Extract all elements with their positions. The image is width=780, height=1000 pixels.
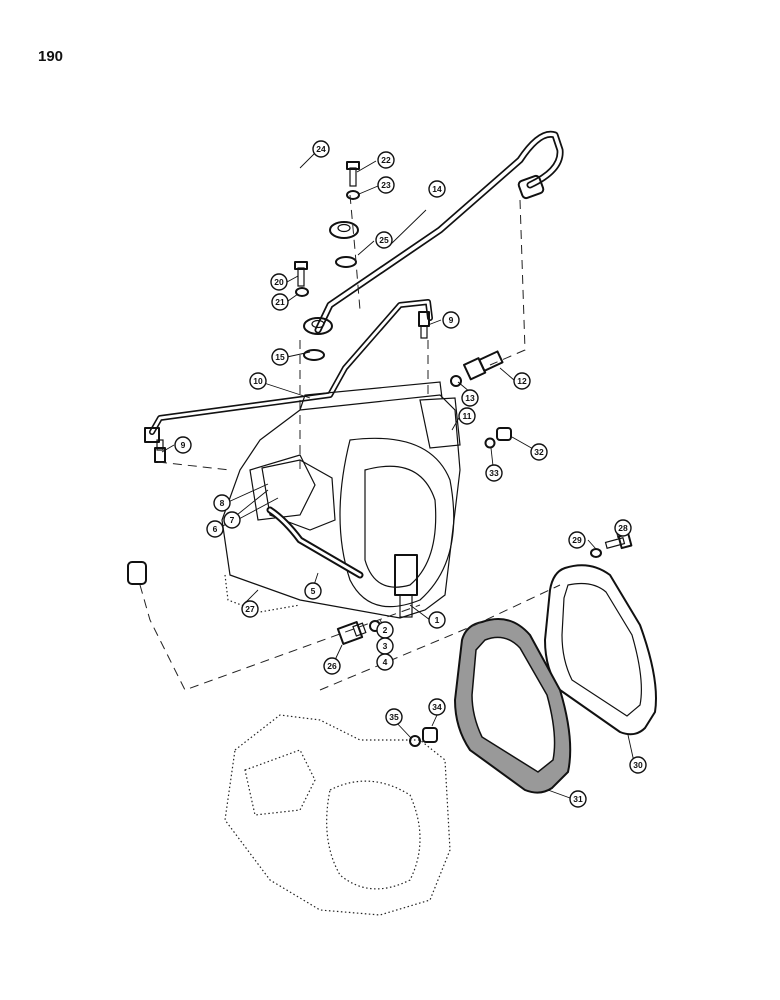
svg-text:20: 20 [274, 277, 284, 287]
svg-text:13: 13 [465, 393, 475, 403]
callout-23: 23 [377, 176, 395, 194]
svg-text:22: 22 [381, 155, 391, 165]
svg-text:24: 24 [316, 144, 326, 154]
svg-text:11: 11 [463, 411, 472, 421]
svg-text:32: 32 [534, 447, 544, 457]
svg-text:26: 26 [327, 661, 337, 671]
callout-32: 32 [530, 443, 548, 461]
callout-6: 6 [206, 520, 224, 538]
callout-13: 13 [461, 389, 479, 407]
gasket-31 [453, 618, 572, 794]
main-housing [221, 381, 461, 645]
callout-10: 10 [249, 372, 267, 390]
callout-26: 26 [323, 657, 341, 675]
callout-8: 8 [213, 494, 231, 512]
svg-text:4: 4 [383, 657, 388, 667]
callout-1: 1 [428, 611, 446, 629]
svg-text:8: 8 [220, 498, 225, 508]
svg-text:23: 23 [381, 180, 391, 190]
callout-27: 27 [241, 600, 259, 618]
transmission-housing [224, 714, 451, 916]
page-number: 190 [38, 48, 64, 65]
callout-14: 14 [428, 180, 446, 198]
callout-24: 24 [312, 140, 330, 158]
svg-text:35: 35 [389, 712, 399, 722]
callout-2: 2 [376, 621, 394, 639]
callout-12: 12 [513, 372, 531, 390]
callout-34: 34 [428, 698, 446, 716]
svg-text:5: 5 [311, 586, 316, 596]
callout-30: 30 [629, 756, 647, 774]
callout-28: 28 [614, 519, 632, 537]
callout-31: 31 [569, 790, 587, 808]
callout-9-lower: 9 [174, 436, 192, 454]
tube-10 [144, 299, 433, 443]
flange-fittings [303, 221, 359, 335]
bolt-and-washer [590, 532, 633, 558]
cover-30 [544, 564, 657, 736]
tube-14 [314, 130, 564, 334]
svg-text:6: 6 [213, 524, 218, 534]
svg-text:9: 9 [181, 440, 186, 450]
svg-text:29: 29 [572, 535, 582, 545]
callout-3: 3 [376, 637, 394, 655]
callout-9-upper: 9 [442, 311, 460, 329]
callout-15: 15 [271, 348, 289, 366]
svg-text:15: 15 [275, 352, 285, 362]
tube-24 [84, 174, 337, 585]
callout-11: 11 [458, 407, 476, 425]
callout-4: 4 [376, 653, 394, 671]
callout-35: 35 [385, 708, 403, 726]
svg-text:31: 31 [573, 794, 583, 804]
svg-text:3: 3 [383, 641, 388, 651]
svg-text:34: 34 [432, 702, 442, 712]
svg-text:9: 9 [449, 315, 454, 325]
callout-7: 7 [223, 511, 241, 529]
svg-text:33: 33 [489, 468, 499, 478]
svg-text:12: 12 [517, 376, 527, 386]
svg-text:7: 7 [230, 515, 235, 525]
callout-22: 22 [377, 151, 395, 169]
callout-21: 21 [271, 293, 289, 311]
alignment-lines [139, 194, 561, 691]
svg-text:25: 25 [379, 235, 389, 245]
svg-text:14: 14 [432, 184, 442, 194]
svg-text:28: 28 [618, 523, 628, 533]
callout-20: 20 [270, 273, 288, 291]
small-hardware-upper [154, 161, 512, 463]
callouts: 1 2 3 4 5 6 7 8 9 9 10 11 12 13 14 15 20… [174, 140, 647, 808]
svg-text:10: 10 [253, 376, 263, 386]
leader-lines [161, 152, 635, 799]
plug-and-oring [409, 727, 438, 747]
callout-29: 29 [568, 531, 586, 549]
svg-text:2: 2 [383, 625, 388, 635]
svg-text:21: 21 [275, 297, 285, 307]
svg-text:27: 27 [245, 604, 255, 614]
svg-text:30: 30 [633, 760, 643, 770]
svg-text:1: 1 [435, 615, 440, 625]
callout-5: 5 [304, 582, 322, 600]
callout-25: 25 [375, 231, 393, 249]
callout-33: 33 [485, 464, 503, 482]
